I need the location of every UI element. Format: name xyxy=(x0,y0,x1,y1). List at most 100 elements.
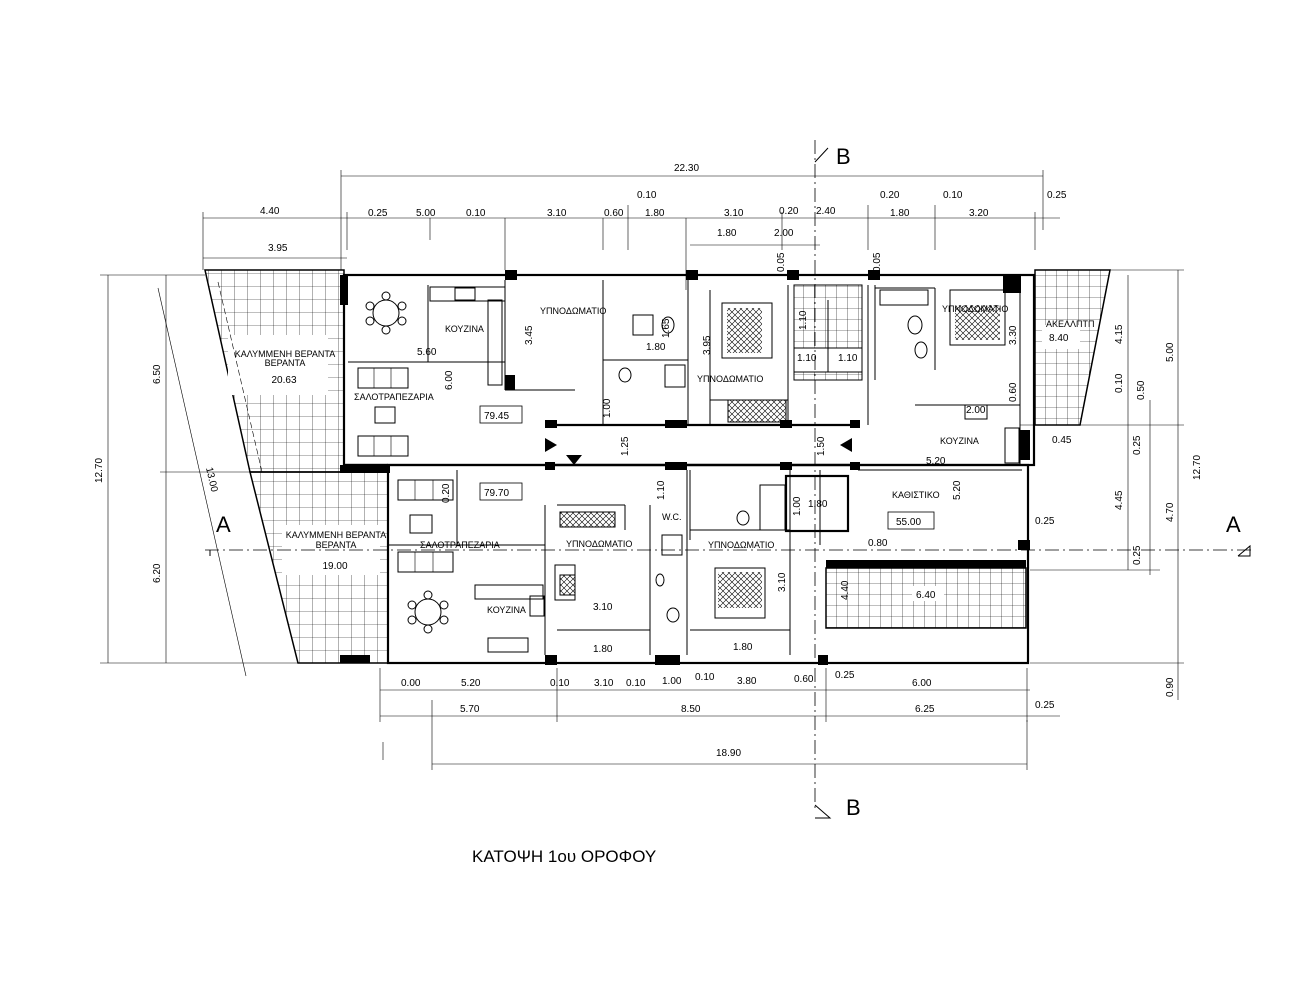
dim-top-2-00: 2.00 xyxy=(774,228,794,239)
section-marker-a-right: A xyxy=(1226,512,1241,537)
dim-bot-0-60: 0.60 xyxy=(794,674,814,685)
room-label-living-top: ΣΑΛΟΤΡΑΠΕΖΑΡΙΑ xyxy=(354,392,434,402)
room-label-bedroom-4: ΥΠΝΟΔΩΜΑΤΙΟ xyxy=(708,540,774,550)
dim-in-bed4: 3.10 xyxy=(777,572,788,592)
toilet-icon xyxy=(736,510,750,526)
bed-icon xyxy=(714,567,766,619)
sofa-icon xyxy=(357,435,409,457)
dim-top-0-20a: 0.20 xyxy=(779,206,799,217)
dim-bot-0-25a: 0.25 xyxy=(835,670,855,681)
bed-icon xyxy=(949,289,1006,346)
dim-in-stair-2: 1.10 xyxy=(838,353,858,364)
room-label-kitchen-bottom: ΚΟΥΖΙΝΑ xyxy=(487,605,526,615)
dim-right-total: 12.70 xyxy=(1192,455,1203,480)
toilet-icon xyxy=(661,316,675,334)
veranda-bottom xyxy=(249,471,389,664)
dimension-lines xyxy=(100,170,1184,770)
dim-right-4-15: 4.15 xyxy=(1114,324,1125,344)
dim-in-0-60: 0.60 xyxy=(1008,382,1019,402)
dim-right-4-70: 4.70 xyxy=(1165,502,1176,522)
dim-left-lower: 6.20 xyxy=(152,563,163,583)
dim-top-3-95: 3.95 xyxy=(268,243,288,254)
dim-top-0-10a: 0.10 xyxy=(466,208,486,219)
interior-walls xyxy=(348,269,1111,655)
toilet-icon xyxy=(655,573,665,587)
toilet-icon xyxy=(618,367,632,383)
dim-bot-0-10c: 0.10 xyxy=(695,672,715,683)
dim-in-bath-h: 1.65 xyxy=(661,318,672,338)
room-label-living-bottom: ΣΑΛΟΤΡΑΠΕΖΑΡΙΑ xyxy=(420,540,500,550)
room-label-wc: W.C. xyxy=(662,512,682,522)
dim-left-diagonal: 13.00 xyxy=(203,466,219,493)
dim-bot-0-10a: 0.10 xyxy=(550,678,570,689)
dim-top-1-80c: 1.80 xyxy=(717,228,737,239)
dim-top-1-80a: 1.80 xyxy=(645,208,665,219)
drawing-title: ΚΑΤΟΨΗ 1ου ΟΡΟΦΟΥ xyxy=(472,847,656,866)
dim-right-0-25b: 0.25 xyxy=(1132,545,1143,565)
room-label-sitting: ΚΑΘΙΣΤΙΚΟ xyxy=(892,490,940,500)
dim-in-1-25: 1.25 xyxy=(620,436,631,456)
dim-right-4-45: 4.45 xyxy=(1114,490,1125,510)
area-apt-bottom: 79.70 xyxy=(484,488,509,499)
section-marker-b-top: B xyxy=(836,144,851,169)
room-label-veranda-bottom: ΚΑΛΥΜΜΕΝΗ ΒΕΡΑΝΤΑ xyxy=(286,530,387,540)
dim-bot-0-25b: 0.25 xyxy=(1035,700,1055,711)
room-label-bedroom-3: ΥΠΝΟΔΩΜΑΤΙΟ xyxy=(566,539,632,549)
dim-top-1-80b: 1.80 xyxy=(890,208,910,219)
dim-right-5-00: 5.00 xyxy=(1165,342,1176,362)
dim-top-4-40: 4.40 xyxy=(260,206,280,217)
room-label-bedroom-1: ΥΠΝΟΔΩΜΑΤΙΟ xyxy=(540,306,606,316)
furniture xyxy=(357,286,1020,653)
dim-top-0-10c: 0.10 xyxy=(943,190,963,201)
section-marker-b-bottom: B xyxy=(846,795,861,820)
dim-in-bed3: 3.10 xyxy=(593,602,613,613)
dim-right-0-10: 0.10 xyxy=(1114,373,1125,393)
dim-in-2-00: 2.00 xyxy=(966,405,986,416)
section-marker-a-left: A xyxy=(216,512,231,537)
dim-top-0-20b: 0.20 xyxy=(880,190,900,201)
veranda-top xyxy=(204,269,345,473)
dim-in-bed2: 3.95 xyxy=(702,335,713,355)
dim-bot-1-00: 1.00 xyxy=(662,676,682,687)
dim-in-0-05b: 0.05 xyxy=(872,252,883,272)
dim-in-4-40: 4.40 xyxy=(840,580,851,600)
area-apt-top: 79.45 xyxy=(484,411,509,422)
dim-in-bed1: 3.45 xyxy=(524,325,535,345)
bed-icon xyxy=(721,302,773,359)
dim-in-bath-w: 1.80 xyxy=(646,342,666,353)
room-label-veranda-top-2: ΒΕΡΑΝΤΑ xyxy=(265,358,306,368)
dim-right-0-45: 0.45 xyxy=(1052,435,1072,446)
dim-bot-0-10b: 0.10 xyxy=(626,678,646,689)
toilet-icon xyxy=(914,341,928,359)
dim-in-1-00: 1.00 xyxy=(602,398,613,418)
dining-table-icon xyxy=(365,291,407,335)
sofa-icon xyxy=(397,551,454,573)
area-storage: 8.40 xyxy=(1049,333,1069,344)
dim-right-0-25a: 0.25 xyxy=(1132,435,1143,455)
dim-bot-3-10: 3.10 xyxy=(594,678,614,689)
room-label-storage: ΑΚΕΛΛΠΤΠ xyxy=(1046,319,1095,329)
dim-in-living-top: 6.00 xyxy=(444,370,455,390)
dim-in-stair-1: 1.10 xyxy=(797,353,817,364)
area-terrace-right: 6.40 xyxy=(916,590,936,601)
dim-top-3-10a: 3.10 xyxy=(547,208,567,219)
section-lines xyxy=(205,140,1255,819)
dim-right-0-90: 0.90 xyxy=(1165,677,1176,697)
sofa-icon xyxy=(357,367,409,389)
dim-in-stair-h: 1.10 xyxy=(798,310,809,330)
dim-right-0-50: 0.50 xyxy=(1136,380,1147,400)
room-label-veranda-top: ΚΑΛΥΜΜΕΝΗ ΒΕΡΑΝΤΑ xyxy=(235,349,336,359)
dim-in-bed5: 3.30 xyxy=(1008,325,1019,345)
room-label-veranda-bottom-2: ΒΕΡΑΝΤΑ xyxy=(316,540,357,550)
dim-left-upper: 6.50 xyxy=(152,364,163,384)
dim-in-sit-w: 5.20 xyxy=(926,456,946,467)
dim-in-bath4: 1.80 xyxy=(733,642,753,653)
dim-in-lift: 1.00 xyxy=(792,496,803,516)
dim-top-3-20: 3.20 xyxy=(969,208,989,219)
dim-top-5-00: 5.00 xyxy=(416,208,436,219)
dim-in-0-05a: 0.05 xyxy=(776,252,787,272)
dim-bot-0-00: 0.00 xyxy=(401,678,421,689)
dim-in-0-25: 0.25 xyxy=(1035,516,1055,527)
dim-left-total: 12.70 xyxy=(94,458,105,483)
